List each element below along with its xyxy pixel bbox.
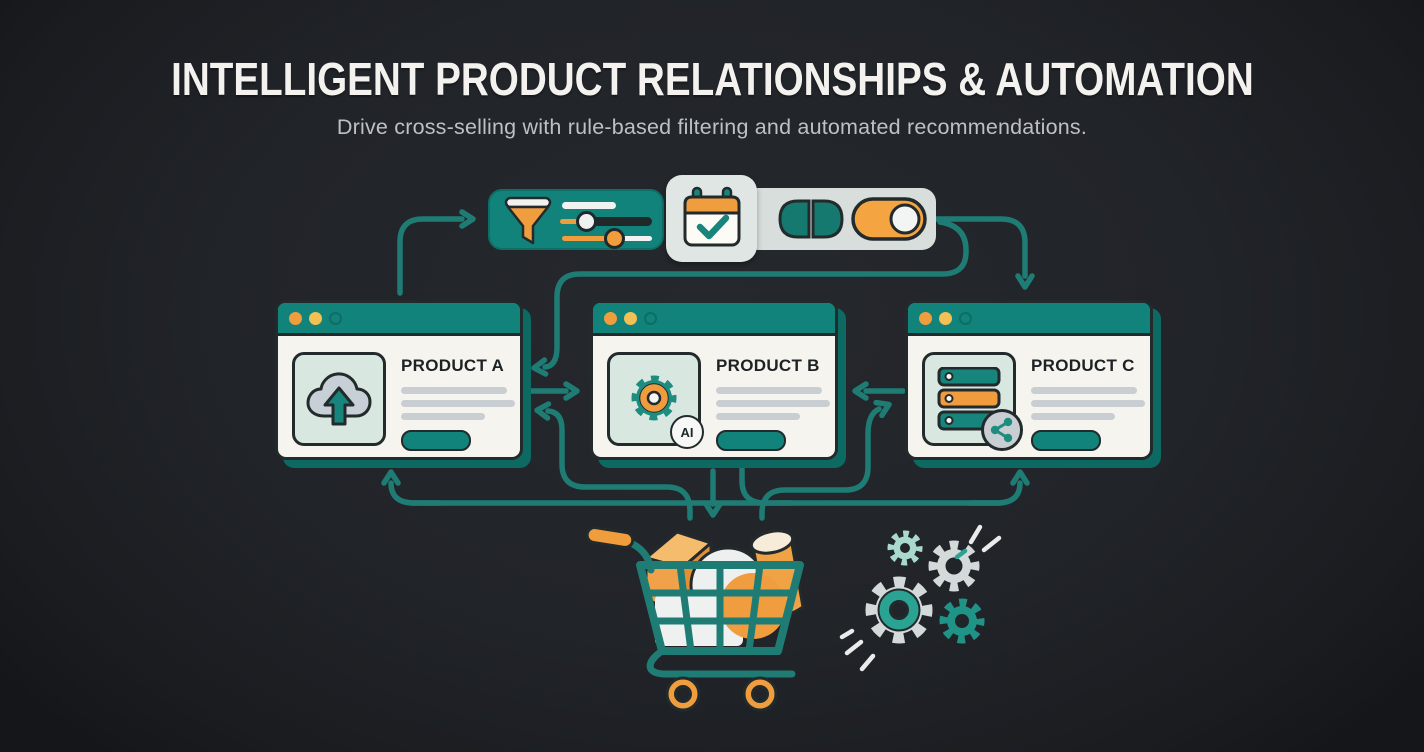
- calendar-check-icon[interactable]: [679, 185, 745, 255]
- product-b-window: AI PRODUCT B: [590, 300, 838, 460]
- page-title: INTELLIGENT PRODUCT RELATIONSHIPS & AUTO…: [170, 53, 1254, 105]
- arrow-bus-to-a-bottom: [381, 469, 443, 506]
- window-titlebar: [908, 303, 1150, 336]
- share-badge: [981, 409, 1023, 451]
- text-placeholder-lines: [716, 387, 830, 420]
- product-a-label: PRODUCT A: [401, 356, 505, 375]
- window-dot-3: [959, 311, 972, 325]
- arrow-bus-to-c-bottom: [967, 469, 1030, 506]
- window-dot-1: [604, 311, 617, 325]
- gear-large-gray: [865, 576, 933, 644]
- gears-icon: [839, 524, 1002, 672]
- cart-chassis: [646, 647, 796, 678]
- cart-handle-grip: [585, 526, 635, 549]
- cart-item-sphere: [689, 546, 767, 624]
- slider1-track-right: [592, 217, 652, 226]
- slider2-knob[interactable]: [604, 228, 625, 249]
- ai-badge: AI: [670, 415, 704, 449]
- window-dot-2: [309, 311, 322, 325]
- cart-item-box: [644, 530, 713, 614]
- cart-orange-item: [720, 573, 786, 639]
- slider1-knob[interactable]: [576, 211, 597, 232]
- arrow-toolbar-to-productC: [934, 216, 1035, 290]
- header: INTELLIGENT PRODUCT RELATIONSHIPS & AUTO…: [0, 52, 1424, 140]
- productB-bottom-stub: [739, 466, 795, 506]
- window-dot-1: [289, 311, 302, 325]
- split-pill-toggle-icon[interactable]: [776, 197, 846, 241]
- product-a-window: PRODUCT A: [275, 300, 523, 460]
- product-c-icon-tile: [922, 352, 1023, 451]
- product-b-icon-tile: AI: [607, 352, 704, 449]
- product-a-button[interactable]: [401, 430, 471, 451]
- share-icon: [990, 417, 1013, 443]
- gear-gray-top: [928, 540, 980, 592]
- cart-white-package: [655, 594, 743, 646]
- gear-teal-bottom: [939, 598, 985, 644]
- arrow-productA-to-toolbar: [397, 209, 476, 296]
- window-titlebar: [593, 303, 835, 336]
- gear-small-light: [887, 530, 923, 566]
- text-placeholder-lines: [1031, 387, 1145, 420]
- toggle-switch-icon[interactable]: [850, 196, 928, 242]
- product-c-window: PRODUCT C: [905, 300, 1153, 460]
- product-c-label: PRODUCT C: [1031, 356, 1135, 375]
- filter-static-bar: [562, 202, 616, 209]
- funnel-filter-icon[interactable]: [503, 196, 553, 250]
- window-dot-3: [644, 311, 657, 325]
- window-dot-1: [919, 311, 932, 325]
- calendar-card: [666, 175, 757, 262]
- cart-handle: [622, 537, 655, 574]
- text-placeholder-lines: [401, 387, 515, 420]
- spark-lines: [839, 524, 1002, 672]
- toggle-panel: [744, 188, 936, 250]
- product-b-button[interactable]: [716, 430, 786, 451]
- window-dot-2: [939, 311, 952, 325]
- filter-panel: [488, 189, 664, 250]
- product-b-label: PRODUCT B: [716, 356, 820, 375]
- cloud-upload-icon: [306, 372, 372, 426]
- shopping-cart-icon: [585, 526, 805, 712]
- window-dot-3: [329, 311, 342, 325]
- product-c-button[interactable]: [1031, 430, 1101, 451]
- product-a-icon-tile: [292, 352, 386, 446]
- slider2-track-right: [622, 236, 652, 241]
- page-subtitle: Drive cross-selling with rule-based filt…: [336, 115, 1088, 139]
- cart-basket: [636, 561, 804, 655]
- cart-wheel-left: [665, 676, 701, 712]
- window-dot-2: [624, 311, 637, 325]
- cart-item-cylinder: [749, 529, 805, 618]
- window-titlebar: [278, 303, 520, 336]
- cart-wheel-right: [742, 676, 778, 712]
